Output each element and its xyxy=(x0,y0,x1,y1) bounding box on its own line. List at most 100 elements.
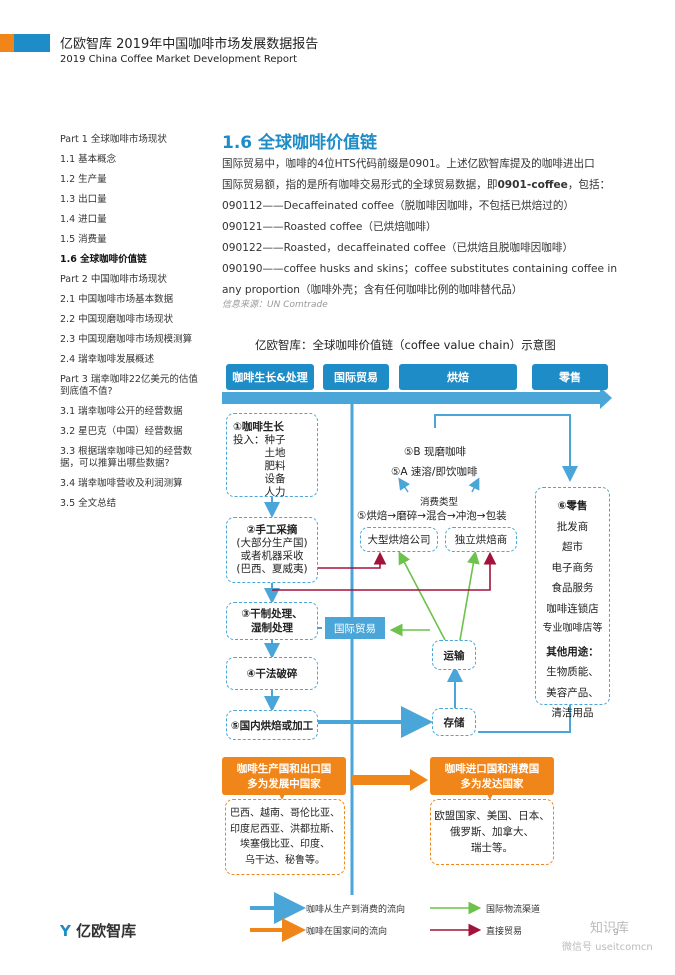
growth-input-label: 投入： xyxy=(233,434,265,446)
page-number: 9 xyxy=(613,928,619,938)
header-accent-blue xyxy=(14,34,50,52)
tab-growth: 咖啡生长&处理 xyxy=(226,364,314,390)
box-producer-list: 巴西、越南、哥伦比亚、 印度尼西亚、洪都拉斯、 埃塞俄比亚、印度、 乌干达、秘鲁… xyxy=(225,799,345,875)
box-retail: ⑥零售 批发商 超市 电子商务 食品服务 咖啡连锁店 专业咖啡店等 其他用途： … xyxy=(535,487,610,719)
country-flow-arrow xyxy=(352,769,428,791)
growth-title: ①咖啡生长 xyxy=(233,421,284,433)
other-use-item: 美容产品、 xyxy=(546,686,599,699)
toc-item[interactable]: 1.1 基本概念 xyxy=(60,154,117,165)
table-of-contents: Part 1 全球咖啡市场现状 1.1 基本概念 1.2 生产量 1.3 出口量… xyxy=(60,134,200,518)
growth-input: 设备 xyxy=(264,473,286,485)
toc-item[interactable]: 3.2 星巴克（中国）经营数据 xyxy=(60,426,183,437)
retail-title: ⑥零售 xyxy=(557,500,588,512)
processing-line: 湿制处理 xyxy=(251,622,293,634)
logo-text: 亿欧智库 xyxy=(76,922,137,940)
retail-item: 电子商务 xyxy=(551,561,594,574)
harvest-title: ②手工采摘 xyxy=(246,524,298,536)
box-growth: ①咖啡生长 投入： 种子 土地 肥料 设备 人力 xyxy=(226,413,318,499)
toc-item[interactable]: 1.5 消费量 xyxy=(60,234,107,245)
toc-item[interactable]: 2.3 中国现磨咖啡市场规模测算 xyxy=(60,334,193,345)
roast-chain: ⑤烘焙→磨碎→混合→冲泡→包装 xyxy=(357,510,507,522)
tab-intl-trade: 国际贸易 xyxy=(323,364,389,390)
retail-item: 批发商 xyxy=(556,520,589,533)
harvest-line: (大部分生产国) xyxy=(236,537,308,549)
consumer-line: 俄罗斯、加拿大、 xyxy=(450,826,534,838)
box-harvest: ②手工采摘 (大部分生产国) 或者机器采收 (巴西、夏威夷) xyxy=(226,517,318,583)
box-large-roaster: 大型烘焙公司 xyxy=(360,527,438,552)
paragraph-line: 090121——Roasted coffee（已烘焙咖啡） xyxy=(222,221,437,233)
timeline-arrow xyxy=(222,387,612,409)
report-subtitle: 2019 China Coffee Market Development Rep… xyxy=(60,54,298,65)
other-use-item: 生物质能、 xyxy=(546,666,599,678)
toc-item[interactable]: 3.4 瑞幸咖啡营收及利润测算 xyxy=(60,478,183,489)
box-hulling: ④干法破碎 xyxy=(226,657,318,690)
legend-item: 咖啡从生产到消费的流向 xyxy=(306,905,406,915)
harvest-line: (巴西、夏威夷) xyxy=(236,563,308,575)
toc-item[interactable]: 3.1 瑞幸咖啡公开的经营数据 xyxy=(60,406,183,417)
box-domestic-roasting: ⑤国内烘焙或加工 xyxy=(226,710,318,740)
watermark: 知识库 xyxy=(590,921,630,936)
growth-input: 人力 xyxy=(264,486,286,498)
growth-input: 土地 xyxy=(264,447,286,459)
toc-item[interactable]: Part 3 瑞幸咖啡22亿美元的估值到底值不值? xyxy=(60,374,198,397)
consumer-header-line: 咖啡进口国和消费国 xyxy=(444,763,540,775)
paragraph-text: ，包括： xyxy=(567,179,611,191)
header-accent-orange xyxy=(0,34,14,52)
toc-item[interactable]: 2.2 中国现磨咖啡市场现状 xyxy=(60,314,174,325)
toc-item[interactable]: 3.3 根据瑞幸咖啡已知的经营数据，可以推算出哪些数据? xyxy=(60,446,193,469)
producer-header-line: 多为发展中国家 xyxy=(247,778,321,790)
paragraph-line: 国际贸易额，指的是所有咖啡交易形式的全球贸易数据，即0901-coffee，包括… xyxy=(222,175,632,196)
retail-item: 专业咖啡店等 xyxy=(542,623,603,634)
section-title: 1.6 全球咖啡价值链 xyxy=(222,133,378,153)
paragraph-line: 国际贸易中，咖啡的4位HTS代码前缀是0901。上述亿欧智库提及的咖啡进出口 xyxy=(222,158,595,170)
retail-item: 咖啡连锁店 xyxy=(546,602,599,615)
paragraph-text: 国际贸易额，指的是所有咖啡交易形式的全球贸易数据，即 xyxy=(222,179,498,191)
watermark-wechat: 微信号 useitcomcn xyxy=(562,942,653,953)
toc-item[interactable]: 3.5 全文总结 xyxy=(60,498,117,509)
toc-item[interactable]: 1.2 生产量 xyxy=(60,174,107,185)
producer-line: 巴西、越南、哥伦比亚、 xyxy=(230,808,340,819)
toc-item[interactable]: 2.1 中国咖啡市场基本数据 xyxy=(60,294,174,305)
growth-input: 肥料 xyxy=(264,460,286,472)
paragraph-line: 090122——Roasted，decaffeinated coffee（已烘焙… xyxy=(222,242,574,254)
harvest-line: 或者机器采收 xyxy=(240,550,304,562)
producer-line: 埃塞俄比亚、印度、 xyxy=(240,839,330,850)
legend-item: 国际物流渠道 xyxy=(486,905,541,915)
legend-item: 咖啡在国家间的流向 xyxy=(306,927,388,937)
producer-countries-header: 咖啡生产国和出口国 多为发展中国家 xyxy=(222,757,346,795)
producer-line: 乌干达、秘鲁等。 xyxy=(245,854,325,866)
toc-item[interactable]: Part 2 中国咖啡市场现状 xyxy=(60,274,167,285)
paragraph-line: any proportion（咖啡外壳；含有任何咖啡比例的咖啡替代品） xyxy=(222,284,523,296)
tab-retail: 零售 xyxy=(532,364,608,390)
consumer-line: 欧盟国家、美国、日本、 xyxy=(434,810,550,822)
tab-roasting: 烘焙 xyxy=(399,364,517,390)
consumer-line: 瑞士等。 xyxy=(471,842,513,854)
toc-item[interactable]: 1.4 进口量 xyxy=(60,214,107,225)
toc-item[interactable]: Part 1 全球咖啡市场现状 xyxy=(60,134,167,145)
legend-item: 直接贸易 xyxy=(486,927,523,937)
roast-option-a: ⑤A 速溶/即饮咖啡 xyxy=(391,466,478,478)
box-storage: 存储 xyxy=(432,708,476,736)
retail-item: 超市 xyxy=(562,541,583,553)
box-consumer-list: 欧盟国家、美国、日本、 俄罗斯、加拿大、 瑞士等。 xyxy=(430,799,554,865)
source-note: 信息来源：UN Comtrade xyxy=(222,300,328,310)
growth-input: 种子 xyxy=(264,434,286,446)
report-title: 亿欧智库 2019年中国咖啡市场发展数据报告 xyxy=(60,37,319,52)
toc-item-active[interactable]: 1.6 全球咖啡价值链 xyxy=(60,254,147,265)
other-use-item: 清洁用品 xyxy=(551,707,594,719)
consumption-type: 消费类型 xyxy=(420,497,459,508)
diagram-title: 亿欧智库：全球咖啡价值链（coffee value chain）示意图 xyxy=(255,338,556,352)
roast-option-b: ⑤B 现磨咖啡 xyxy=(404,446,466,458)
consumer-countries-header: 咖啡进口国和消费国 多为发达国家 xyxy=(430,757,554,795)
logo-icon: Y xyxy=(60,922,71,940)
toc-item[interactable]: 2.4 瑞幸咖啡发展概述 xyxy=(60,354,155,365)
hts-code: 0901-coffee xyxy=(497,179,568,191)
box-indie-roaster: 独立烘焙商 xyxy=(445,527,517,552)
toc-item[interactable]: 1.3 出口量 xyxy=(60,194,107,205)
paragraph-line: 090190——coffee husks and skins；coffee su… xyxy=(222,263,618,275)
producer-line: 印度尼西亚、洪都拉斯、 xyxy=(230,823,340,835)
growth-inputs: 投入： 种子 土地 肥料 设备 人力 xyxy=(233,434,311,499)
box-transport: 运输 xyxy=(432,640,476,670)
producer-header-line: 咖啡生产国和出口国 xyxy=(236,763,332,775)
